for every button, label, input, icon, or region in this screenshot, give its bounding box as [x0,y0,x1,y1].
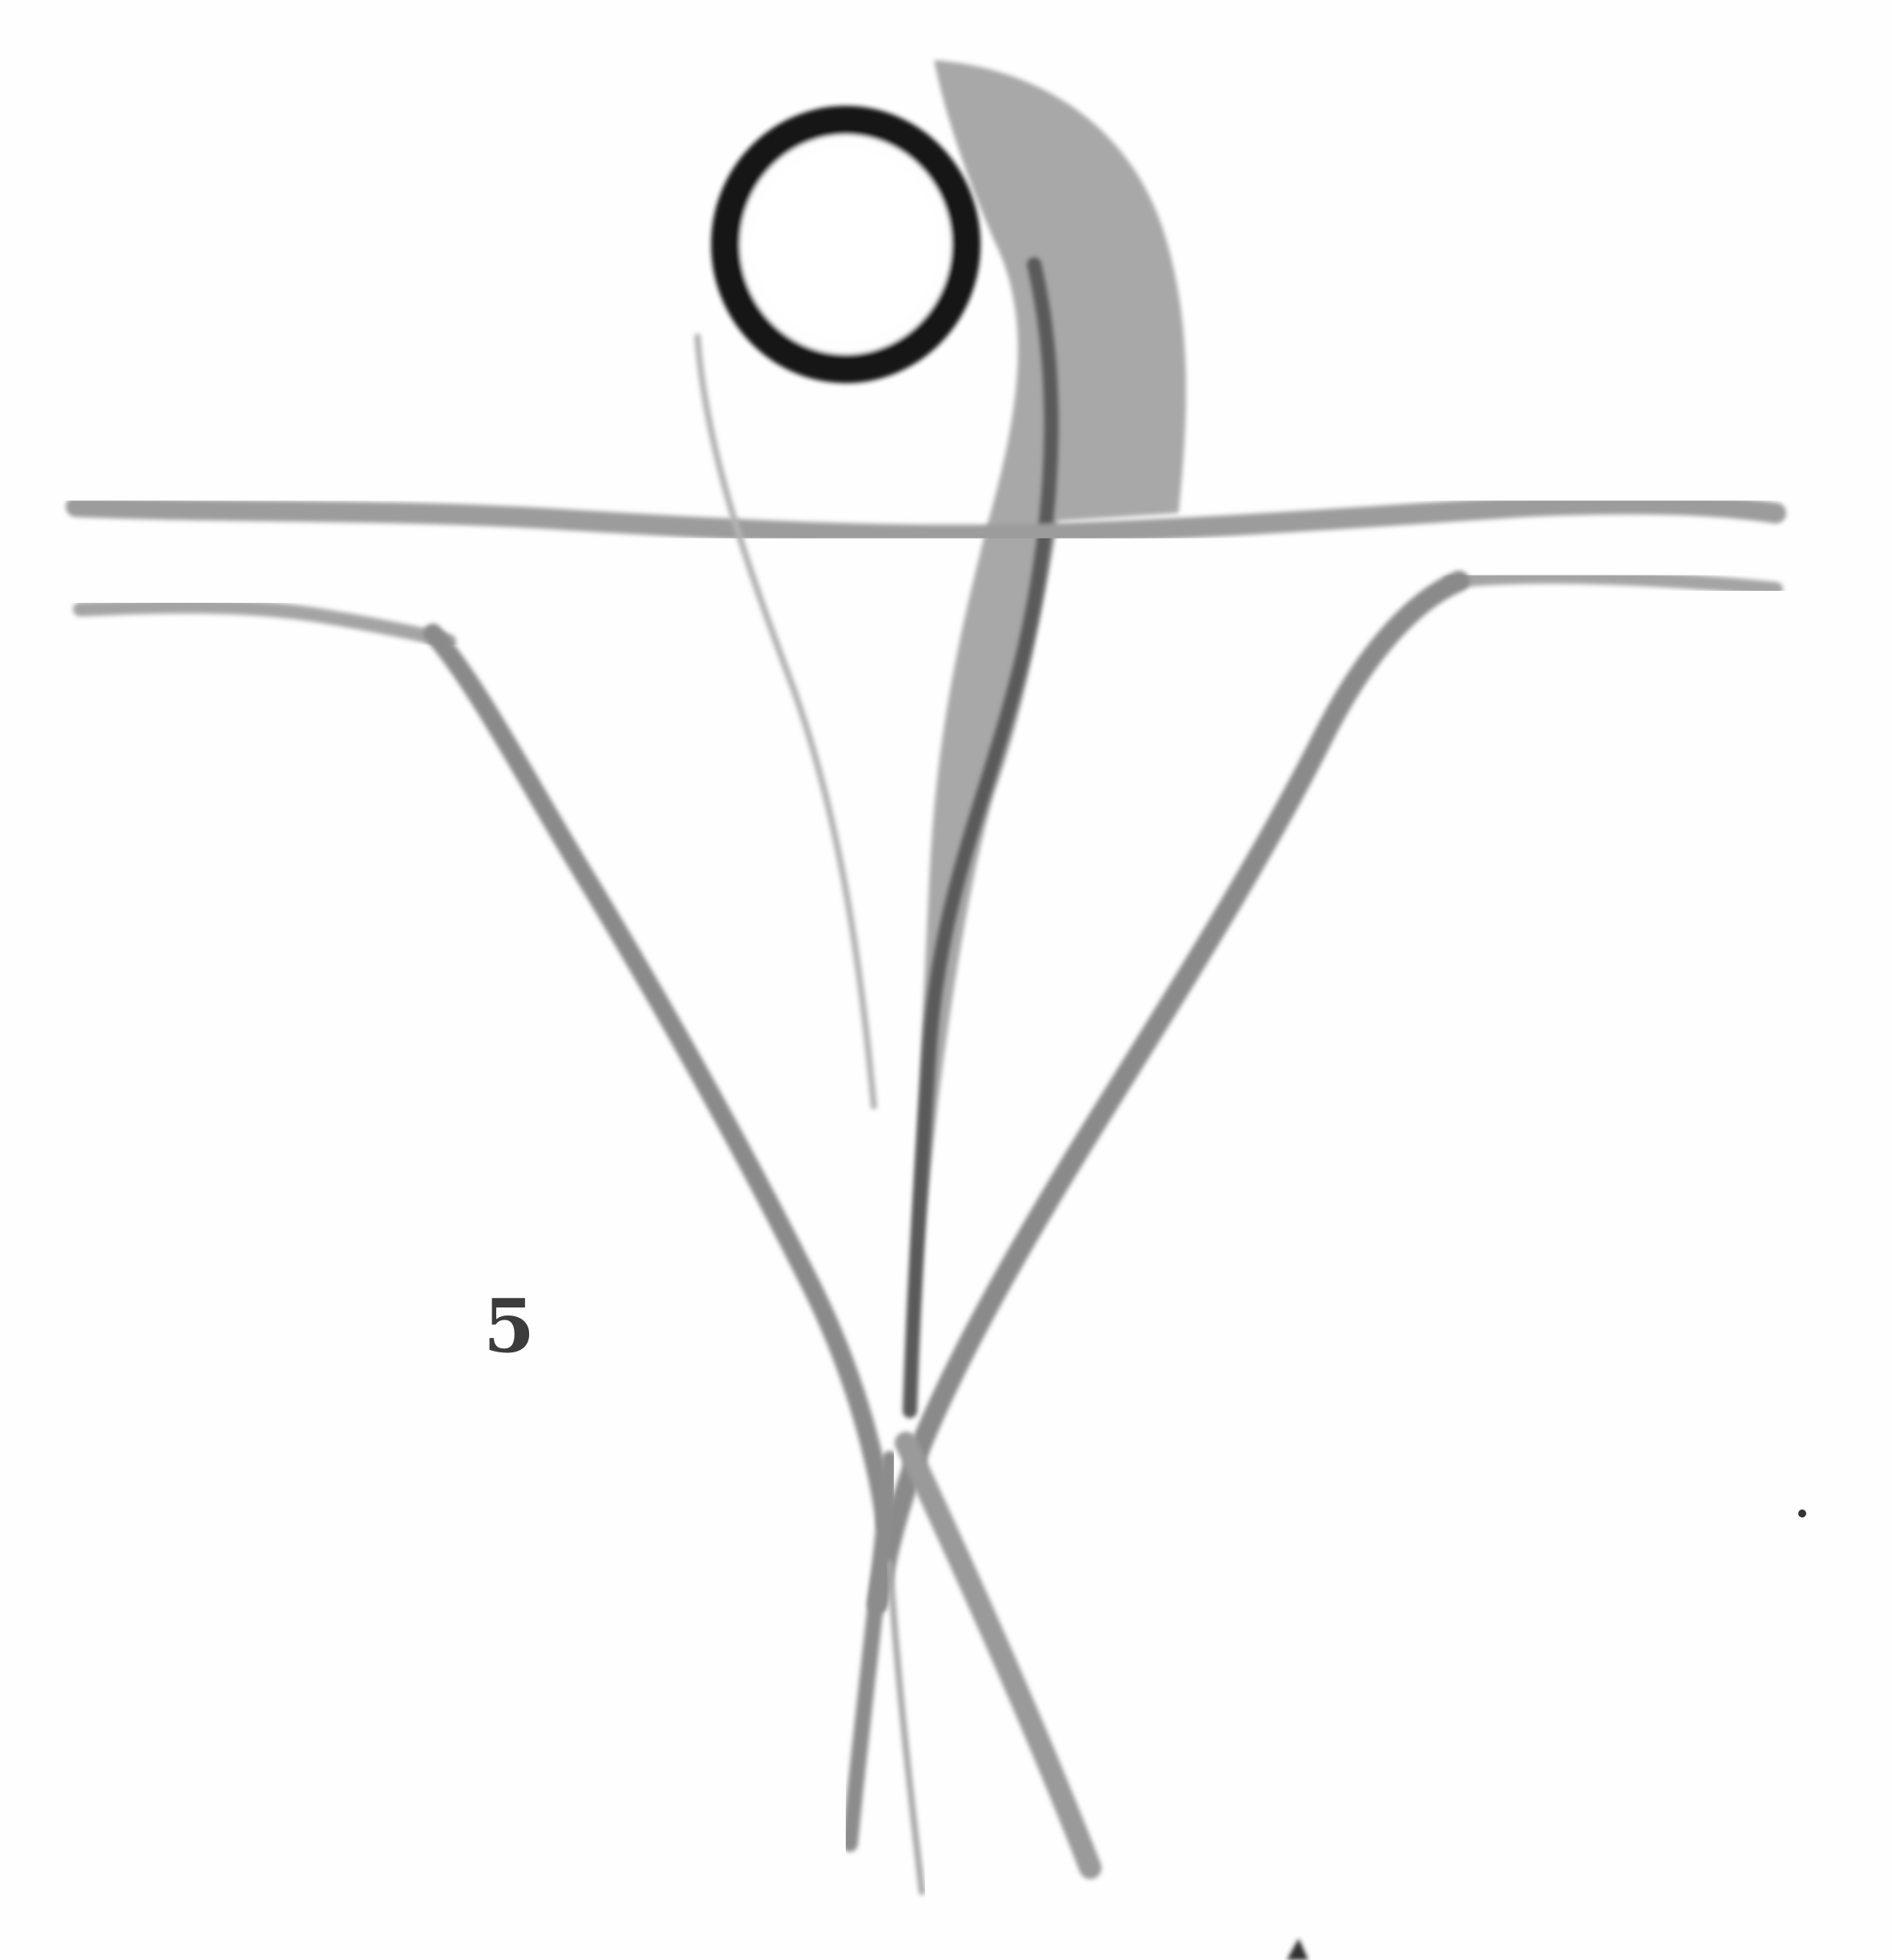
upper-horizontal-membrane [76,504,1776,535]
thin-faint-strand [697,337,874,1106]
figure-number-label: 5 [483,1289,548,1363]
ring-inner [750,144,942,345]
lower-tail-right [906,1443,1090,1868]
ink-speck [1798,1509,1806,1517]
bottom-mark [1287,1938,1308,1960]
lower-horizontal-line-left [80,606,449,641]
lower-tail-left [850,1459,890,1844]
lower-tail-thin [890,1563,922,1892]
lower-horizontal-line-right [1451,576,1776,589]
